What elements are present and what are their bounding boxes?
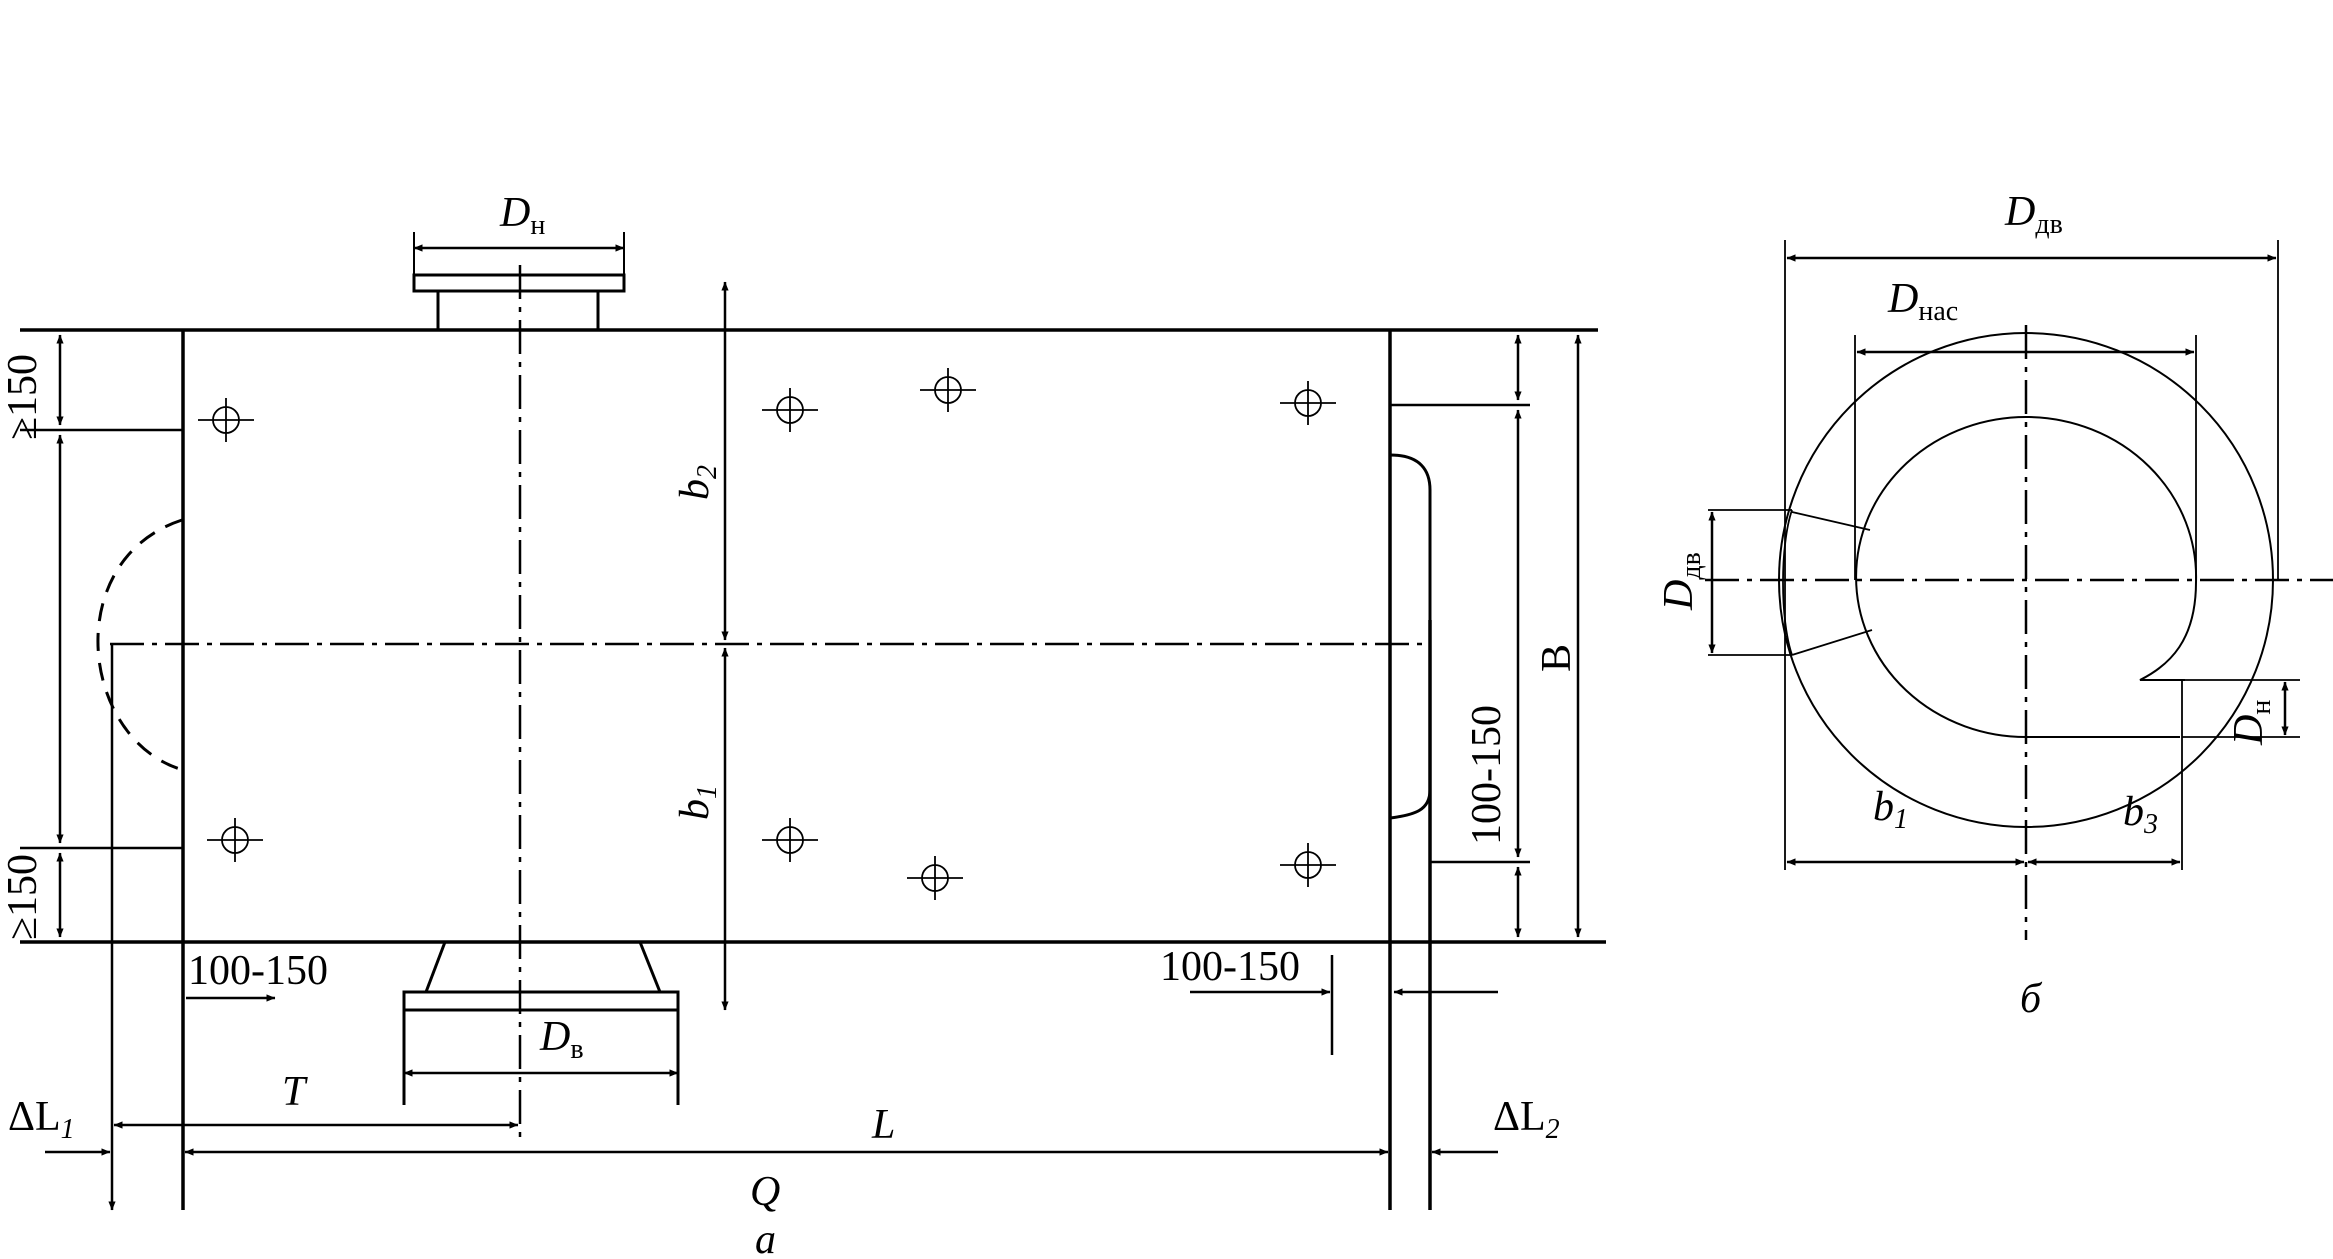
dim-ge150-top-label: ≥150: [0, 354, 46, 440]
dim-100-150-left-label: 100-150: [188, 948, 328, 994]
volute-tongue: [2139, 581, 2197, 681]
dim-dn-label: Dн: [499, 190, 545, 241]
dim-ddv-top-label: Dдв: [2004, 189, 2063, 240]
dim-b3-label: b3: [2123, 789, 2158, 840]
inner-volute-contour: [1855, 416, 2198, 739]
right-head-plate: [1389, 453, 1432, 820]
dim-100-150-right-label: 100-150: [1160, 944, 1300, 990]
center-lines: [110, 265, 1430, 1140]
dim-100-150-vertical-label: 100-150: [1464, 705, 1510, 845]
body-outline: [20, 328, 1606, 1210]
view-a-caption: а: [755, 1217, 776, 1259]
bolt-hole-icon: [1280, 381, 1336, 425]
dim-dv-label: Dв: [539, 1014, 584, 1065]
dim-dL2-label: ΔL2: [1493, 1094, 1560, 1145]
bolt-hole-icon: [762, 818, 818, 862]
dim-L-label: L: [871, 1102, 895, 1148]
mounting-holes: [198, 368, 1336, 900]
left-dashed-contour: [96, 518, 184, 772]
dim-b2-label: b2: [672, 465, 723, 500]
view-b-center-lines: [1705, 325, 2333, 940]
view-b-caption: б: [2020, 976, 2043, 1022]
dim-Q-label: Q: [750, 1169, 780, 1215]
bolt-hole-icon: [762, 388, 818, 432]
dim-dnas-label: Dнас: [1887, 276, 1958, 327]
dim-b1-label: b1: [672, 785, 723, 820]
view-b-front-view: Dдв Dнас Dдв Dн b1 b3 б: [1656, 189, 2333, 1022]
bolt-hole-icon: [207, 818, 263, 862]
dim-b1-b-label: b1: [1873, 784, 1908, 835]
inlet-nozzle: [402, 941, 680, 1105]
bolt-hole-icon: [920, 368, 976, 412]
dim-T-label: T: [282, 1069, 308, 1115]
dim-ge150-bottom-label: ≥150: [0, 854, 46, 940]
bolt-hole-icon: [1280, 843, 1336, 887]
dim-dL1-label: ΔL1: [8, 1094, 75, 1145]
dim-B-label: B: [1534, 644, 1580, 672]
bolt-hole-icon: [198, 398, 254, 442]
bolt-hole-icon: [907, 856, 963, 900]
view-a-side-view: ≥150 ≥150 Dн b2 b1 Dв 100-150 B 100-1: [0, 190, 1606, 1259]
dim-dn-right-label: Dн: [2226, 700, 2277, 746]
dim-ddv-left-label: Dдв: [1656, 552, 1707, 611]
